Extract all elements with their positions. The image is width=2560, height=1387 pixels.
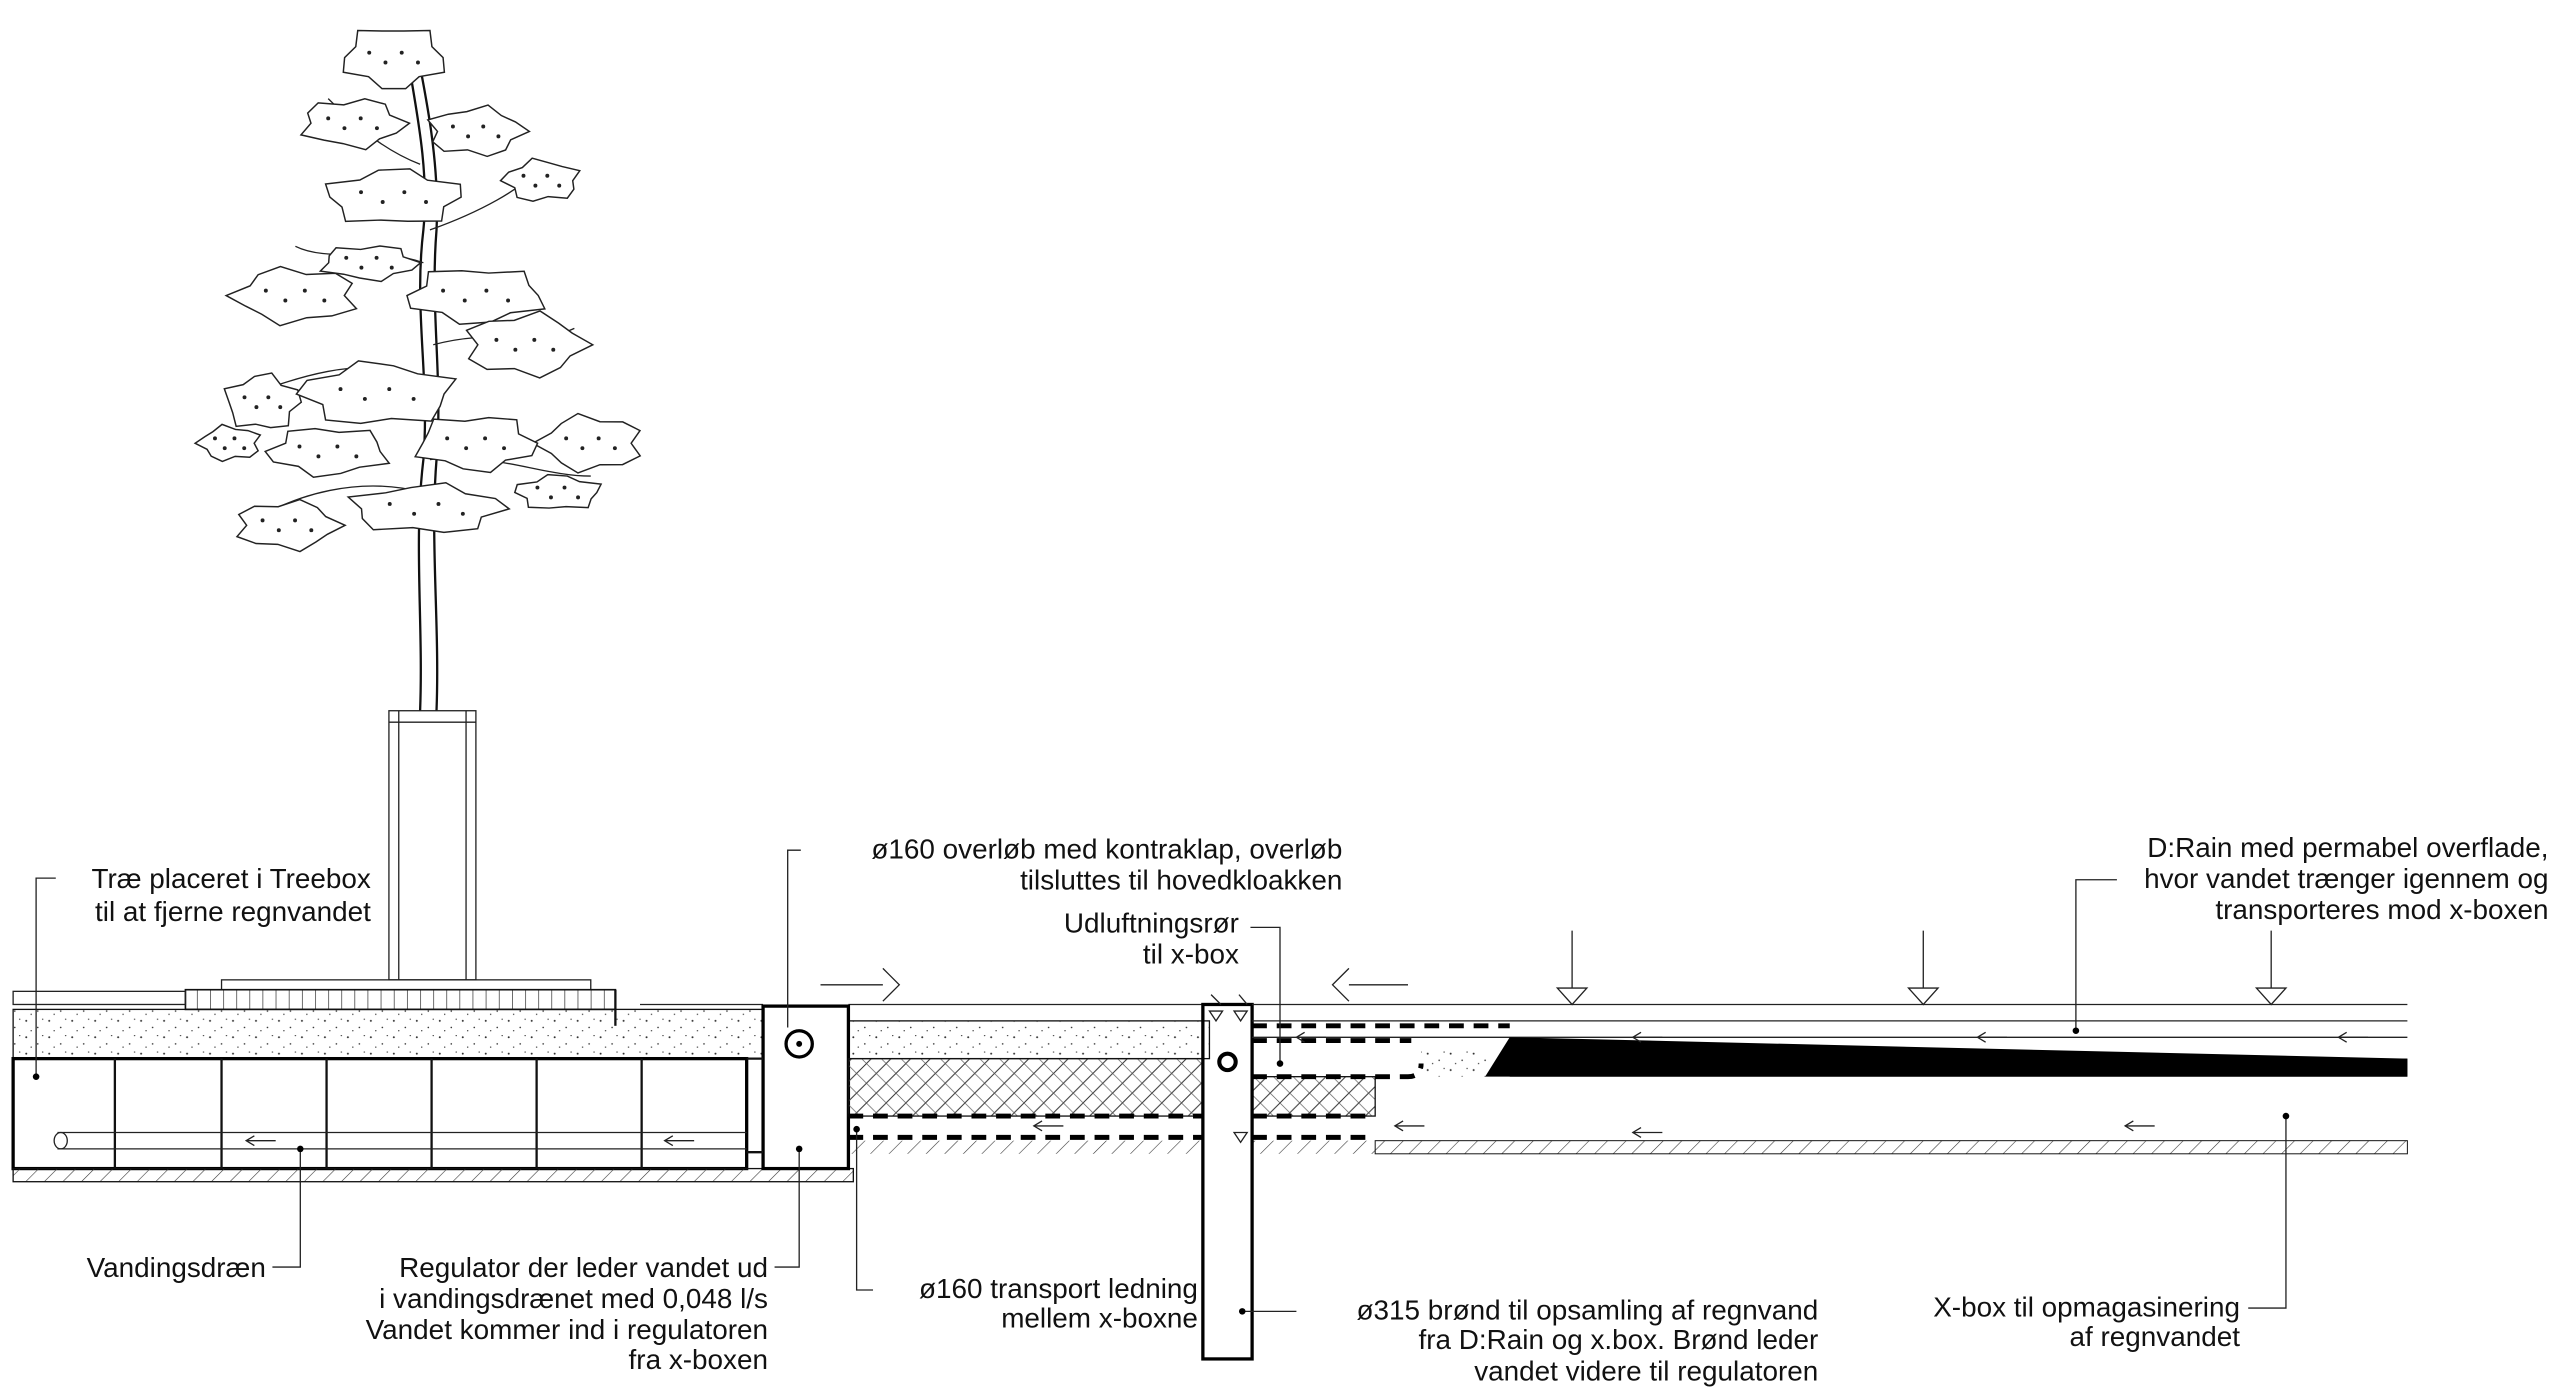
small-flow-arrow-icon — [1976, 1031, 2007, 1043]
treebox-xbox — [11, 1056, 854, 1183]
drain-surface — [1252, 1003, 2408, 1155]
flow-arrows — [244, 967, 2368, 1147]
middle-xbox — [847, 1057, 1376, 1154]
tree-stakes — [388, 710, 477, 981]
leaf-cluster — [235, 498, 347, 553]
small-flow-arrow-icon — [1631, 1126, 1663, 1138]
small-flow-arrow-icon — [1393, 1120, 1425, 1132]
label-drain-surface: D:Rain med permabel overflade,hvor vande… — [2144, 832, 2548, 925]
leaf-cluster — [295, 360, 458, 425]
leaf-cluster — [264, 427, 391, 478]
leaf-cluster — [346, 482, 511, 534]
rain-down-arrow-icon — [1555, 930, 1589, 1006]
leaf-cluster — [406, 270, 546, 326]
leaf-cluster — [193, 423, 262, 463]
small-flow-arrow-icon — [2337, 1031, 2368, 1043]
rain-down-arrow-icon — [1907, 930, 1940, 1006]
leaf-cluster — [224, 265, 358, 327]
flow-left-arrow-icon — [1331, 967, 1408, 1002]
regulator-box — [746, 1004, 851, 1171]
leaf-cluster — [426, 104, 531, 158]
flow-right-arrow-icon — [820, 967, 901, 1002]
collection-well — [1201, 994, 1254, 1361]
leaf-cluster — [513, 473, 603, 509]
leaf-cluster — [499, 157, 582, 202]
leaf-cluster — [324, 168, 462, 223]
small-flow-arrow-icon — [663, 1135, 695, 1147]
leaf-cluster — [342, 29, 446, 90]
small-flow-arrow-icon — [244, 1135, 276, 1147]
leaf-cluster — [318, 245, 423, 283]
small-flow-arrow-icon — [1295, 1031, 1326, 1043]
tree-illustration — [193, 29, 642, 711]
leaf-cluster — [299, 98, 411, 151]
small-flow-arrow-icon — [2123, 1120, 2155, 1132]
small-flow-arrow-icon — [1631, 1031, 1663, 1043]
leaf-cluster — [223, 372, 303, 429]
rain-down-arrows — [1555, 930, 2288, 1006]
rain-down-arrow-icon — [2254, 930, 2288, 1006]
label-irrigation-drain: Vandingsdræn — [87, 1252, 266, 1283]
soil-layer — [12, 1003, 1211, 1060]
tree-grate — [12, 979, 617, 1026]
leaf-cluster — [414, 416, 539, 474]
leaf-cluster — [465, 310, 595, 379]
leaf-cluster — [531, 412, 642, 474]
small-flow-arrow-icon — [1032, 1120, 1064, 1132]
leader-lines — [32, 849, 2290, 1315]
